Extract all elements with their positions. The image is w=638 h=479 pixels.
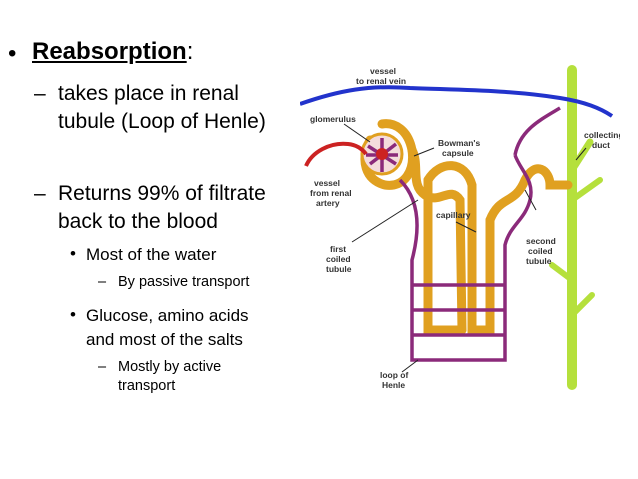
label-bowmans-1: Bowman's [438, 138, 480, 148]
capillary-network [398, 106, 561, 362]
sub2-line2: and most of the salts [86, 330, 243, 349]
label-vessel-vein-2: to renal vein [356, 76, 406, 86]
dash-3: – [98, 274, 107, 290]
label-collecting-2: duct [592, 140, 610, 150]
label-vessel-vein-1: vessel [370, 66, 396, 76]
sub1-detail: By passive transport [118, 274, 250, 290]
sub2-line1: Glucose, amino acids [86, 306, 249, 325]
heading-colon: : [186, 38, 194, 65]
main-bullet: • [8, 40, 17, 67]
nephron-diagram: vessel to renal vein glomerulus Bowman's… [300, 65, 620, 390]
sub2-detail-line2: transport [118, 378, 176, 394]
sub-bullet-2: • [70, 305, 76, 324]
label-loop-2: Henle [382, 380, 405, 390]
item2-line2: back to the blood [58, 210, 218, 233]
sub1-text: Most of the water [86, 245, 217, 264]
label-glomerulus: glomerulus [310, 114, 356, 124]
label-capillary: capillary [436, 210, 471, 220]
artery-vessel [304, 141, 368, 167]
label-vessel-artery-1: vessel [314, 178, 340, 188]
tubule [360, 119, 573, 335]
label-second-2: coiled [528, 246, 553, 256]
label-first-3: tubule [326, 264, 352, 274]
label-second-3: tubule [526, 256, 552, 266]
item1-line2: tubule (Loop of Henle) [58, 110, 266, 133]
label-vessel-artery-2: from renal [310, 188, 352, 198]
item2-line1: Returns 99% of filtrate [58, 182, 266, 205]
slide-heading: Reabsorption: [32, 38, 193, 66]
item1-line1: takes place in renal [58, 82, 239, 105]
label-collecting-1: collecting [584, 130, 620, 140]
label-loop-1: loop of [380, 370, 408, 380]
vein-vessel [300, 85, 614, 118]
heading-text: Reabsorption [32, 38, 187, 65]
sub2-detail-line1: Mostly by active [118, 359, 222, 375]
label-first-1: first [330, 244, 346, 254]
label-bowmans-2: capsule [442, 148, 474, 158]
glomerulus-illustration [360, 132, 404, 176]
label-second-1: second [526, 236, 556, 246]
dash-1: – [34, 82, 46, 105]
label-first-2: coiled [326, 254, 351, 264]
label-vessel-artery-3: artery [316, 198, 340, 208]
sub-bullet-1: • [70, 244, 76, 263]
dash-2: – [34, 182, 46, 205]
collecting-duct [549, 65, 603, 390]
dash-4: – [98, 359, 107, 375]
label-pointers [343, 123, 587, 373]
